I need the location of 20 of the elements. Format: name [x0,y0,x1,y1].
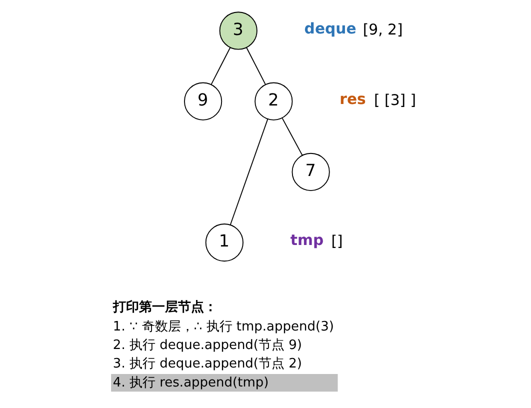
label: tmp [290,231,324,250]
label: deque [304,19,356,38]
label: 3. 执行 deque.append(节点 2) [112,356,302,372]
label: 打印第一层节点： [112,300,216,316]
connector [246,47,266,86]
connector [210,47,230,86]
label: 1. ∵ 奇数层，∴ 执行 tmp.append(3) [112,320,334,335]
node-circle: 3 [218,12,257,50]
label: [9, 2] [362,20,402,38]
node-circle: 7 [291,152,330,191]
node-circle: 9 [184,82,222,120]
label: 4. 执行 res.append(tmp) [112,375,268,390]
label: [] [330,232,342,250]
connector [229,118,268,226]
connector [281,118,302,156]
label: 2. 执行 deque.append(节点 9) [112,338,302,354]
node-circle: 2 [254,82,292,120]
label: res [339,90,366,108]
node-circle: 1 [204,224,243,262]
label: [ [3] ] [374,90,416,109]
